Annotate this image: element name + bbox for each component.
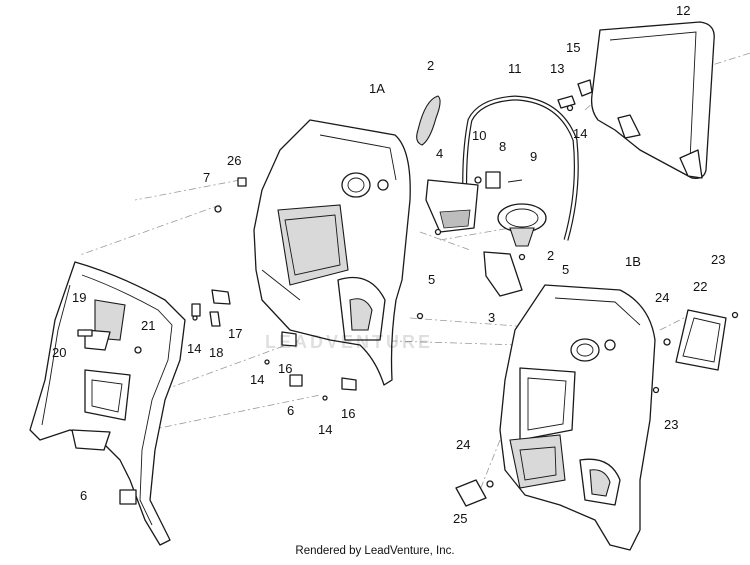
callout-label: 24 — [456, 437, 470, 452]
callout-label: 11 — [508, 61, 522, 76]
callout-label: 23 — [711, 252, 725, 267]
part-22-access-cover — [652, 309, 739, 394]
callout-label: 2 — [547, 248, 554, 263]
callout-label: 14 — [187, 341, 201, 356]
callout-label: 22 — [693, 279, 707, 294]
callout-label: 17 — [228, 326, 242, 341]
callout-label: 6 — [80, 488, 87, 503]
part-1a-front-shield — [253, 119, 411, 386]
part-25-plate — [455, 479, 494, 507]
callout-label: 26 — [227, 153, 241, 168]
part-4-bracket — [425, 179, 479, 233]
callout-label: 20 — [52, 345, 66, 360]
part-1b-rear-shield — [499, 284, 656, 551]
watermark: LEADVENTURE — [265, 332, 434, 352]
callout-label: 21 — [141, 318, 155, 333]
part-11-curved-hose — [462, 95, 579, 241]
callout-label: 3 — [488, 310, 495, 325]
callout-label: 5 — [428, 272, 435, 287]
callout-label: 25 — [453, 511, 467, 526]
callout-label: 24 — [655, 290, 669, 305]
callout-label: 15 — [566, 40, 580, 55]
callout-label: 7 — [203, 170, 210, 185]
callout-label: 16 — [341, 406, 355, 421]
callout-label: 10 — [472, 128, 486, 143]
callout-label: 14 — [250, 372, 264, 387]
callout-label: 5 — [562, 262, 569, 277]
callout-label: 14 — [318, 422, 332, 437]
left-inner-frame — [29, 261, 186, 546]
callout-label: 18 — [209, 345, 223, 360]
callout-labels: 12 2 11 15 13 1A 14 10 8 9 4 26 7 2 5 1B… — [52, 3, 725, 526]
part-2-oval-lens — [416, 95, 441, 146]
callout-label: 1B — [625, 254, 641, 269]
callout-label: 6 — [287, 403, 294, 418]
part-3-cover-plate — [483, 251, 523, 297]
callout-label: 14 — [573, 126, 587, 141]
callout-label: 19 — [72, 290, 86, 305]
small-brackets-16-17-18 — [191, 289, 357, 401]
callout-label: 2 — [427, 58, 434, 73]
part-12-rear-cover — [590, 21, 715, 179]
part-2-round-funnel — [497, 203, 547, 247]
center-fasteners — [214, 177, 526, 320]
callout-label: 4 — [436, 146, 443, 161]
callout-label: 13 — [550, 61, 564, 76]
callout-label: 23 — [664, 417, 678, 432]
callout-label: 8 — [499, 139, 506, 154]
callout-label: 1A — [369, 81, 385, 96]
callout-label: 16 — [278, 361, 292, 376]
callout-label: 12 — [676, 3, 690, 18]
footer-credit: Rendered by LeadVenture, Inc. — [295, 545, 455, 557]
part-8-9-10-small — [474, 171, 523, 189]
callout-label: 9 — [530, 149, 537, 164]
part-13-15-clips — [557, 79, 593, 112]
